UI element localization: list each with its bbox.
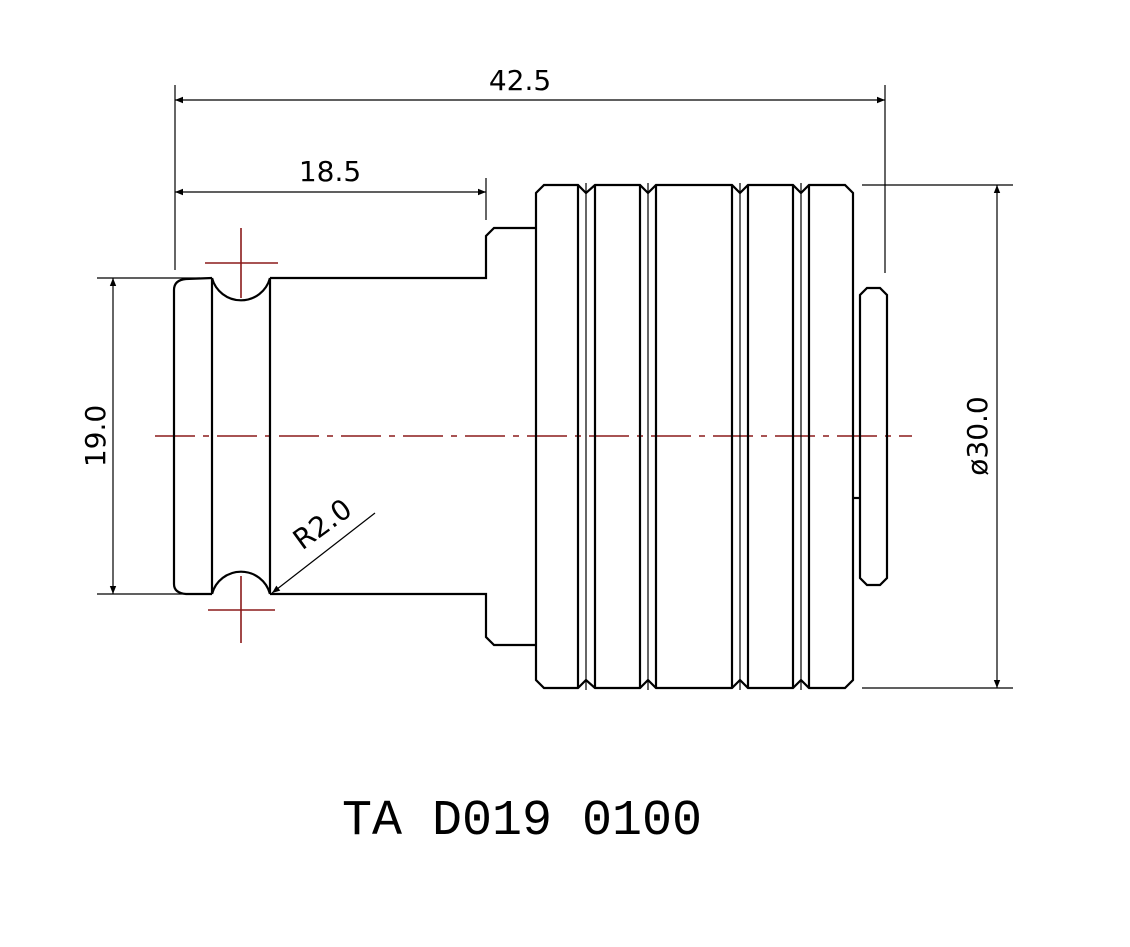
dimension-label: 42.5	[489, 64, 551, 97]
dimension-overall-length: 42.5	[174, 64, 886, 273]
groove-center-mark-bottom	[208, 576, 275, 643]
dimension-label: ø30.0	[961, 396, 994, 475]
head-profile	[172, 276, 272, 596]
body-profile	[534, 183, 855, 690]
dimension-label: R2.0	[287, 492, 358, 556]
dimension-label: 18.5	[299, 155, 361, 188]
shank-profile	[270, 226, 536, 280]
dimension-head-height: 19.0	[79, 277, 200, 595]
dimension-label: 19.0	[79, 405, 112, 467]
part-number: TA D019 0100	[342, 793, 702, 850]
dimension-shank-length: 18.5	[175, 155, 487, 220]
dimension-groove-radius: R2.0	[271, 492, 376, 594]
dimension-body-diameter: ø30.0	[862, 184, 1013, 689]
end-plate	[858, 286, 889, 587]
groove-center-mark-top	[205, 228, 278, 298]
